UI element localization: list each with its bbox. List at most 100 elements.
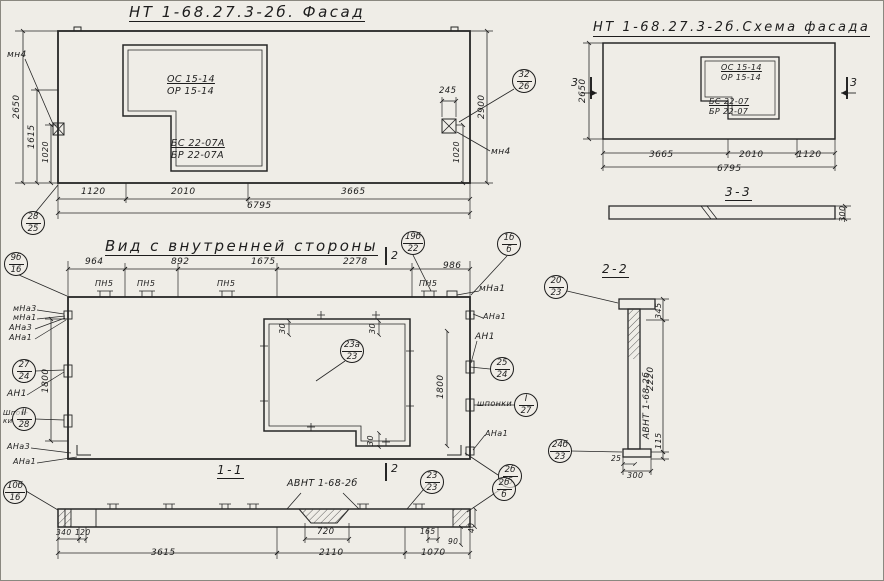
callout-9b-16-bottom: 16 xyxy=(10,264,22,275)
bottom-dim-1070: 1070 xyxy=(421,548,446,558)
section-1-1-label: 1-1 xyxy=(217,463,245,479)
section22-dim-345: 345 xyxy=(654,302,663,319)
inner-dim-892: 892 xyxy=(171,257,190,267)
inner-pn5-1: ПН5 xyxy=(95,279,114,288)
scheme-dim-1120: 1120 xyxy=(797,150,822,160)
callout-23-23-top: 23 xyxy=(424,472,440,483)
bottom-dim-340: 340 xyxy=(56,528,72,537)
callout-23a-23-bottom: 23 xyxy=(346,351,358,362)
facade-dim-6795: 6795 xyxy=(247,201,272,211)
callout-2b-b-bottom-bottom: б xyxy=(501,489,507,500)
callout-9b-16-top: 9б xyxy=(8,254,24,265)
inner-section-2-top: 2 xyxy=(391,249,399,262)
callout-20-23-top: 20 xyxy=(548,277,564,288)
callout-23a-23-top: 23а xyxy=(341,340,363,352)
scheme-or-mark: ОР 15-14 xyxy=(721,73,762,82)
callout-1b-b-bottom: б xyxy=(506,244,512,255)
scheme-dim-6795: 6795 xyxy=(717,164,742,174)
callout-25-24-top: 25 xyxy=(494,359,510,370)
scheme-title: НТ 1-68.27.3-2б.Схема фасада xyxy=(593,20,871,38)
bottom-dim-3615: 3615 xyxy=(151,548,176,558)
section-3-3-label: 3-3 xyxy=(725,185,753,201)
callout-i-27-top: I xyxy=(518,395,534,406)
callout-20-23-bottom: 23 xyxy=(550,287,562,298)
inner-ana1-left: АНа1 xyxy=(9,333,33,342)
bottom-dim-120: 120 xyxy=(75,528,91,537)
callout-27-24-bottom: 24 xyxy=(18,371,30,382)
callout-i-27-bottom: 27 xyxy=(520,405,532,416)
scheme-section-3-right: 3 xyxy=(850,76,858,89)
callout-23-23-bottom: 23 xyxy=(426,482,438,493)
bottom-dim-2110: 2110 xyxy=(319,548,344,558)
inner-dim-30-a: 30 xyxy=(278,323,287,334)
bottom-avnt-mark: АВНТ 1-68-2б xyxy=(287,478,358,489)
scheme-section-3-left: 3 xyxy=(571,76,579,89)
facade-dim-1020-right: 1020 xyxy=(452,141,461,163)
callout-ii-28-top: II xyxy=(16,409,32,420)
facade-dim-2650: 2650 xyxy=(12,94,22,119)
inner-section-2-bottom: 2 xyxy=(391,462,399,475)
inner-ana1-right2: АНа1 xyxy=(485,429,509,438)
scheme-dim-2010: 2010 xyxy=(739,150,764,160)
inner-pn5-4: ПН5 xyxy=(419,279,438,288)
callout-ii-28-bottom: 28 xyxy=(18,419,30,430)
facade-dim-1615: 1615 xyxy=(27,124,37,149)
facade-br-mark: БР 22-07А xyxy=(171,150,224,161)
inner-ana3-left: АНа3 xyxy=(9,323,33,332)
callout-32-26-top: 32 xyxy=(516,71,532,82)
section22-dim-300: 300 xyxy=(627,471,644,480)
bottom-dim-90: 90 xyxy=(448,537,459,546)
callout-10b-16-bottom: 16 xyxy=(9,492,21,503)
callout-1b-b-top: 1б xyxy=(501,234,517,245)
inner-dim-30-b: 30 xyxy=(368,323,377,334)
inner-dim-964: 964 xyxy=(85,257,104,267)
section22-dim-25: 25 xyxy=(611,454,622,463)
callout-28-25-bottom: 25 xyxy=(27,223,39,234)
inner-mna1-right: мНа1 xyxy=(479,284,506,294)
inner-pn5-3: ПН5 xyxy=(217,279,236,288)
callout-19b-22-bottom: 22 xyxy=(407,243,419,254)
inner-view-title: Вид с внутренней стороны xyxy=(105,237,379,257)
inner-dim-986: 986 xyxy=(443,261,462,271)
section33-dim-300: 300 xyxy=(838,205,847,222)
callout-19b-22-top: 19б xyxy=(402,232,424,244)
inner-mna1-left: мНа1 xyxy=(13,313,37,322)
section-2-2-label: 2-2 xyxy=(602,262,630,278)
facade-os-mark: ОС 15-14 xyxy=(167,74,215,85)
bottom-dim-40: 40 xyxy=(467,522,476,533)
inner-pn5-2: ПН5 xyxy=(137,279,156,288)
bottom-dim-165: 165 xyxy=(420,527,436,536)
facade-mn4-left: мн4 xyxy=(7,50,27,60)
callout-2b-b-bottom-top: 2б xyxy=(496,479,512,490)
inner-dim-30-c: 30 xyxy=(366,435,375,446)
scheme-br-mark: БР 22-07 xyxy=(709,107,749,116)
facade-dim-1120: 1120 xyxy=(81,187,106,197)
facade-dim-2010: 2010 xyxy=(171,187,196,197)
inner-ana1-right: АНа1 xyxy=(483,312,507,321)
callout-25-24-bottom: 24 xyxy=(496,369,508,380)
facade-dim-3665: 3665 xyxy=(341,187,366,197)
facade-dim-245: 245 xyxy=(439,86,457,96)
facade-bs-mark: БС 22-07А xyxy=(171,138,225,149)
callout-24b-23-top: 24б xyxy=(549,440,571,452)
facade-dim-2900: 2900 xyxy=(477,94,487,119)
callout-28-25-top: 28 xyxy=(25,213,41,224)
section22-avnt-mark: АВНТ 1-68-2б xyxy=(642,371,652,439)
scheme-dim-3665: 3665 xyxy=(649,150,674,160)
inner-an1-left: АН1 xyxy=(7,389,27,399)
bottom-dim-720: 720 xyxy=(317,527,335,537)
